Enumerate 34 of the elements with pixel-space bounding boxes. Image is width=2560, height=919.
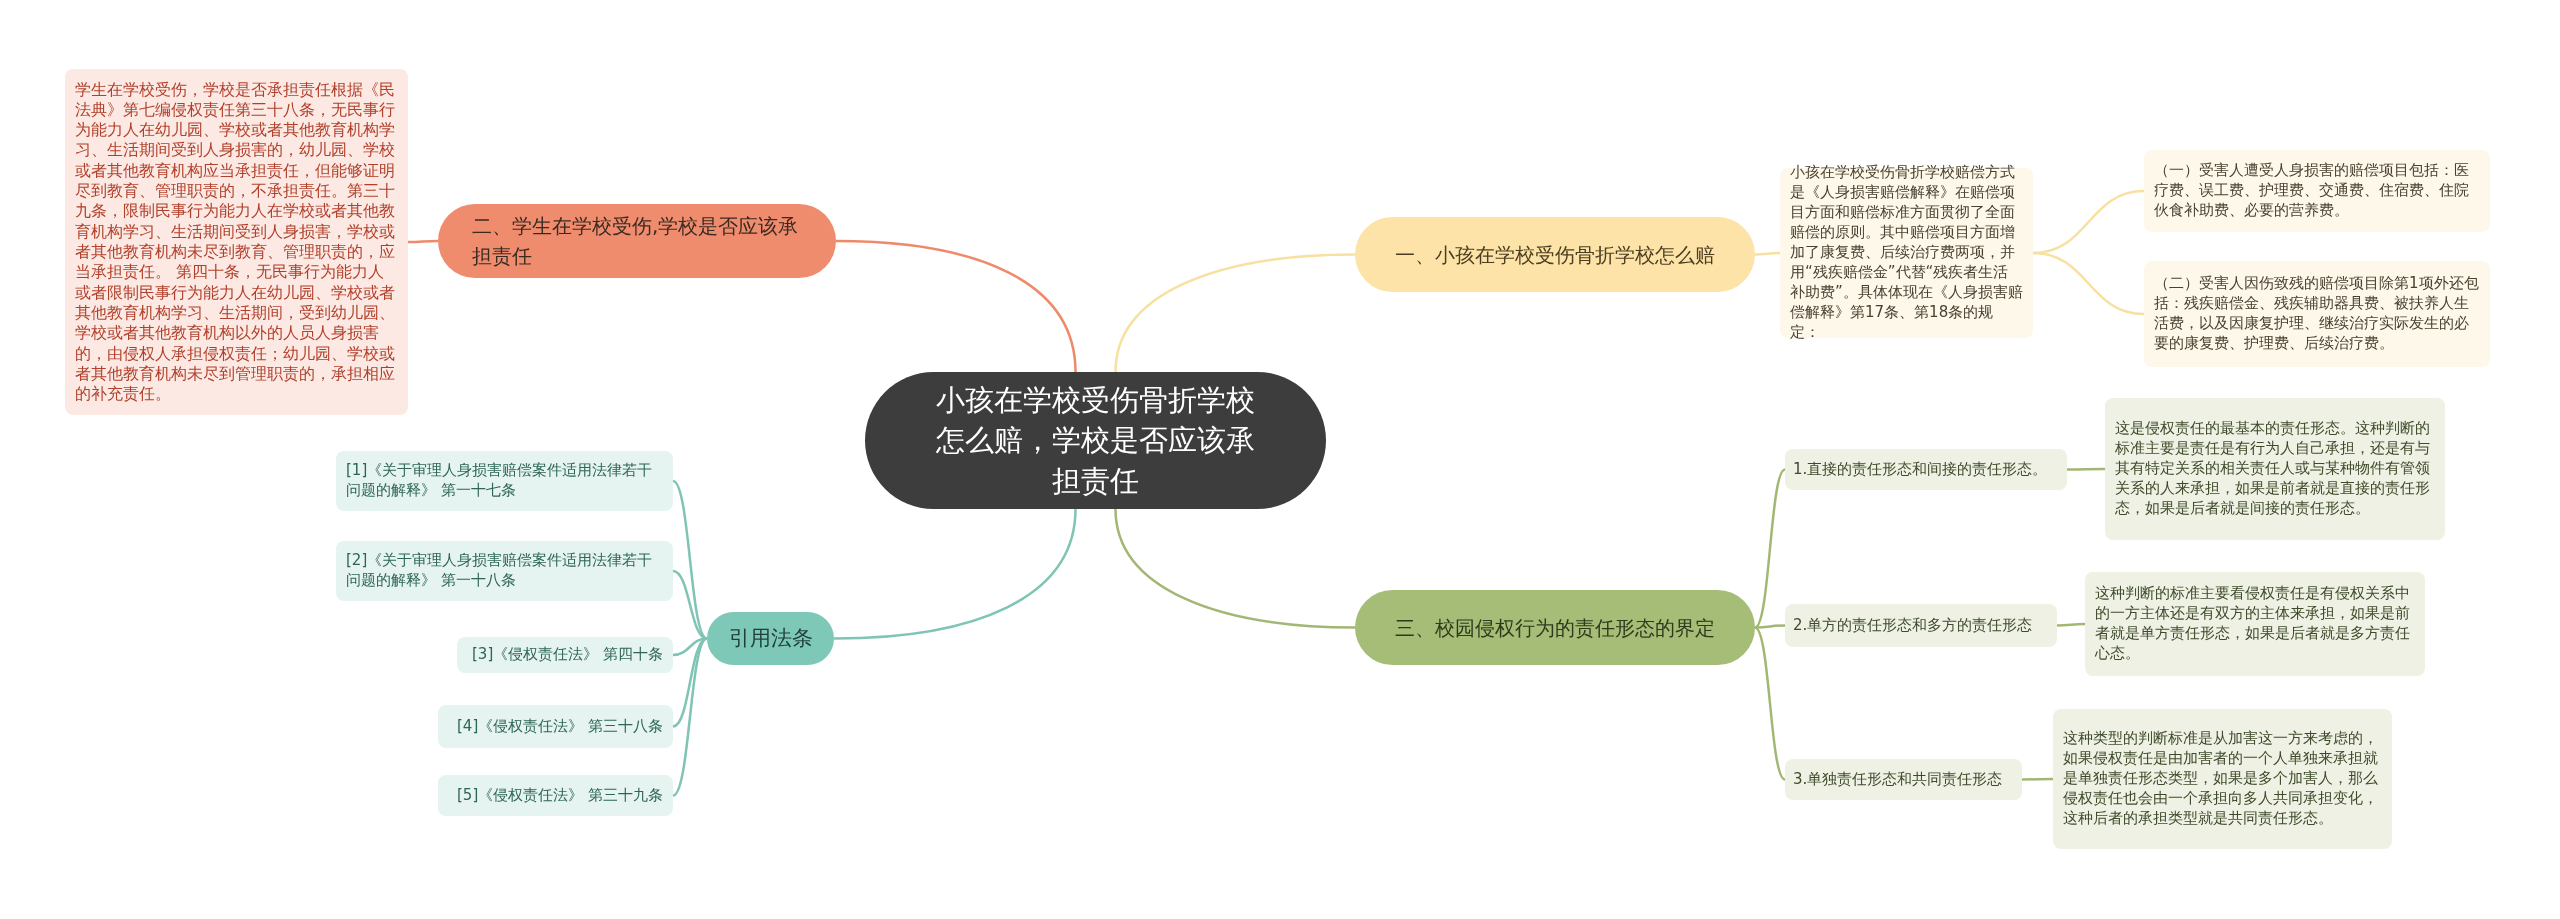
connector-line [1755, 251, 1780, 256]
connector-line [2032, 251, 2145, 316]
connector-line [833, 508, 1077, 640]
subtopic-box: 1.直接的责任形态和间接的责任形态。 [1785, 449, 2067, 490]
connector-line [2057, 622, 2085, 627]
note-box: 学生在学校受伤，学校是否承担责任根据《民法典》第七编侵权责任第三十八条，无民事行为能力人在幼儿园、学校或者其他教育机构学习、生活期间受到人身损害的，幼儿园、学校或者其他教育机构应当承担责任，但能够证明尽到教育、管理职责的，不承担责任。第三十九条，限制民事行为能力人在学校或者其他教育机构学习、生活期间受到人身损害，学校或者其他教育机构未尽到教育、管理职责的，应当承担责任。 第四十条，无民事行为能力人或者限制民事行为能力人在幼儿园、学校或者其他教育机构学习、生活期间，受到幼儿园、学校或者其他教育机构以外的人员人身损害的，由侵权人承担侵权责任；幼儿园、学校或者其他教育机构未尽到管理职责的，承担相应的补充责任。 [65, 69, 408, 415]
root-topic-pill: 小孩在学校受伤骨折学校怎么赔，学校是否应该承担责任 [865, 372, 1326, 509]
connector-line [672, 637, 708, 797]
branch-pill: 二、学生在学校受伤,学校是否应该承担责任 [438, 204, 836, 278]
branch-pill: 一、小孩在学校受伤骨折学校怎么赔 [1355, 217, 1755, 292]
note-box: （一）受害人遭受人身损害的赔偿项目包括：医疗费、误工费、护理费、交通费、住宿费、住院伙食补助费、必要的营养费。 [2144, 150, 2490, 232]
connector-line [835, 239, 1077, 373]
note-box: 这是侵权责任的最基本的责任形态。这种判断的标准主要是责任是有行为人自己承担，还是有与其有特定关系的相关责任人或与某种物件有管领关系的人来承担，如果是前者就是直接的责任形态，如果是后者就是间接的责任形态。 [2105, 398, 2445, 540]
connector-line [1114, 253, 1356, 373]
note-box: 这种判断的标准主要看侵权责任是有侵权关系中的一方主体还是有双方的主体来承担，如果是前者就是单方责任形态，如果是后者就是多方责任心态。 [2085, 572, 2425, 676]
note-box: （二）受害人因伤致残的赔偿项目除第1项外还包括：残疾赔偿金、残疾辅助器具费、被扶养人生活费，以及因康复护理、继续治疗实际发生的必要的康复费、护理费、后续治疗费。 [2144, 261, 2490, 367]
connector-line [1754, 626, 1786, 781]
connector-line [2022, 777, 2053, 781]
connector-line [1754, 468, 1786, 629]
subtopic-box: 2.单方的责任形态和多方的责任形态 [1785, 604, 2057, 647]
connector-line [408, 239, 438, 244]
citation-box: [1]《关于审理人身损害赔偿案件适用法律若干问题的解释》 第一十七条 [336, 451, 673, 511]
citation-box: [5]《侵权责任法》 第三十九条 [438, 775, 673, 816]
subtopic-box: 3.单独责任形态和共同责任形态 [1785, 759, 2022, 800]
citation-box: [2]《关于审理人身损害赔偿案件适用法律若干问题的解释》 第一十八条 [336, 541, 673, 601]
connector-line [2067, 467, 2105, 471]
note-box: 这种类型的判断标准是从加害这一方来考虑的，如果侵权责任是由加害者的一个人单独来承担就是单独责任形态类型，如果是多个加害人，那么侵权责任也会由一个承担向多人共同承担变化，这种后者的承担类型就是共同责任形态。 [2053, 709, 2392, 849]
citation-box: [3]《侵权责任法》 第四十条 [457, 637, 673, 673]
connector-line [1114, 508, 1356, 629]
connector-line [672, 480, 708, 640]
citation-box: [4]《侵权责任法》 第三十八条 [438, 705, 673, 748]
branch-pill: 三、校园侵权行为的责任形态的界定 [1355, 590, 1755, 665]
branch-pill: 引用法条 [707, 612, 834, 665]
connector-line [1755, 624, 1785, 629]
